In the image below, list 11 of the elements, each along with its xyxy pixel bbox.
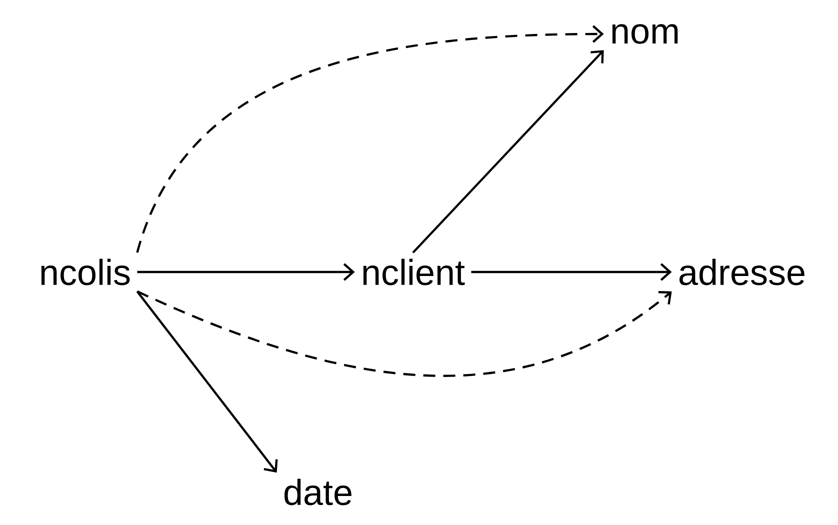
arrow: [136, 290, 672, 377]
attribute-label: adresse: [680, 258, 804, 286]
attribute-label: date: [284, 478, 352, 506]
arrow: [412, 50, 604, 254]
attribute-label: ncolis: [41, 258, 130, 286]
arrow: [136, 290, 278, 473]
arrow: [136, 25, 604, 253]
arrow: [137, 263, 355, 281]
arrow: [471, 263, 672, 281]
attribute-label: nom: [612, 24, 678, 44]
attribute-label: nclient: [363, 258, 465, 286]
